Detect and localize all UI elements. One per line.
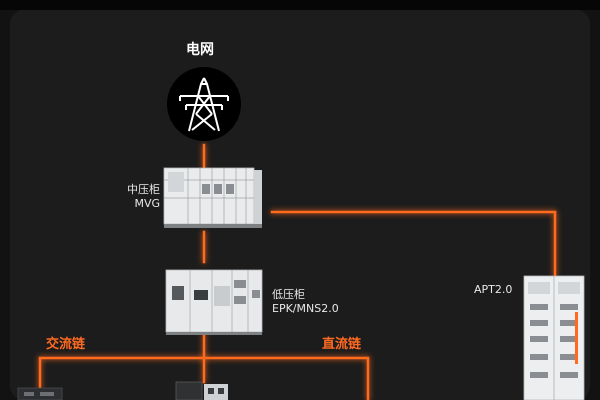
dc-chain-label: 直流链 bbox=[322, 337, 362, 352]
mvg-label: 中压柜 MVG bbox=[127, 183, 160, 211]
top-strip bbox=[0, 0, 600, 10]
ac-chain-label: 交流链 bbox=[46, 337, 86, 352]
apt-cabinet bbox=[523, 275, 585, 400]
wire-mvg-apt bbox=[270, 210, 557, 278]
grid-label: 电网 bbox=[186, 42, 214, 58]
mvg-cabinet bbox=[163, 167, 262, 228]
ac-equipment-left bbox=[17, 387, 63, 400]
mvg-label-cn: 中压柜 bbox=[127, 183, 160, 196]
mvg-label-en: MVG bbox=[134, 197, 160, 210]
lv-label: 低压柜 EPK/MNS2.0 bbox=[272, 288, 339, 316]
lv-label-en: EPK/MNS2.0 bbox=[272, 302, 339, 315]
diagram-panel bbox=[10, 10, 590, 400]
lv-cabinet bbox=[165, 269, 263, 335]
apt-label: APT2.0 bbox=[474, 283, 513, 296]
power-tower-icon bbox=[167, 67, 241, 141]
ac-equipment-center bbox=[175, 381, 228, 400]
lv-label-cn: 低压柜 bbox=[272, 288, 305, 301]
